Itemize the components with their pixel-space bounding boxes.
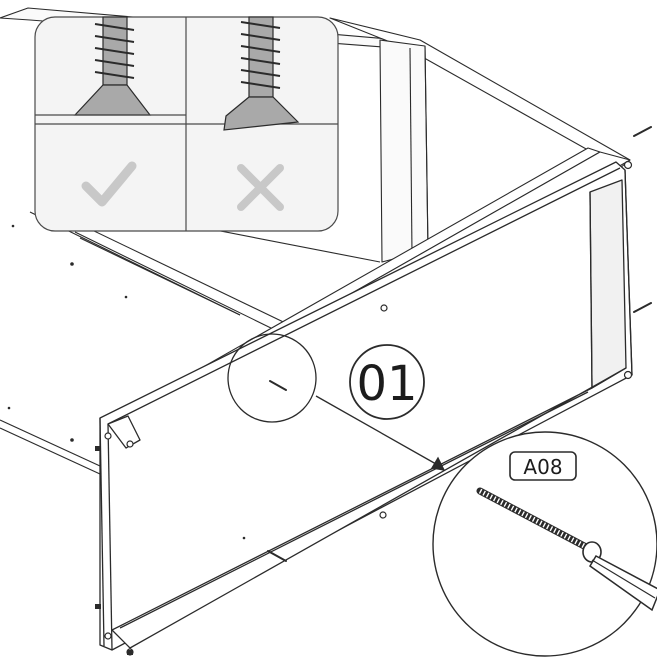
screwdriver-edge (591, 559, 656, 599)
panel-inner-line (119, 391, 589, 629)
front-panel-recess (589, 179, 627, 389)
correct-screw-threads (94, 23, 135, 79)
correct-check-icon (81, 161, 137, 207)
shelf-line-4 (74, 231, 276, 331)
hole (7, 406, 11, 410)
panel-edge-top (107, 167, 621, 425)
screw (267, 550, 287, 562)
callout-source-circle (227, 333, 317, 423)
panel-edge-left (107, 423, 113, 651)
hole (11, 224, 15, 228)
step-badge: 01 (349, 344, 425, 420)
callout-arrowhead (430, 456, 446, 471)
screws (267, 126, 652, 562)
part-label-box (509, 451, 577, 481)
cabinet-divider-panel (379, 39, 429, 263)
zoom-circle (432, 431, 657, 657)
step-number: 01 (356, 356, 417, 412)
screw (269, 380, 287, 391)
hole (242, 536, 246, 540)
part-code: A08 (523, 455, 562, 479)
hole (70, 262, 74, 266)
callout-leader-line (315, 395, 437, 465)
side-panel-lower-edge-2 (0, 427, 101, 475)
panel-inner-line-2 (589, 191, 593, 389)
cam-fitting (379, 511, 387, 519)
shelf-line-5 (79, 237, 241, 316)
panel-edge-right (624, 169, 633, 376)
panel-edge-left-inner (99, 417, 105, 647)
screw (633, 302, 652, 313)
cam-fitting (104, 432, 112, 440)
correct-screw-illustration (35, 16, 186, 116)
wrong-cross-icon (237, 164, 284, 211)
edge-dowels (95, 446, 246, 655)
detail-callout (227, 333, 446, 471)
side-panel-lower-edge (0, 419, 101, 467)
cam-fitting (623, 370, 633, 380)
wrong-screw-threads (240, 21, 281, 89)
cam-fitting (380, 304, 388, 312)
cam-fitting (104, 632, 112, 640)
wrong-screw-head (223, 96, 300, 131)
part-zoom-detail: A08 (432, 431, 657, 657)
screw (633, 126, 652, 137)
zoom-screw-thread (478, 488, 590, 551)
cam-fitting (126, 440, 134, 448)
divider-inner-edge (409, 47, 413, 255)
step-badge-circle (349, 344, 425, 420)
left-top-return (107, 415, 141, 449)
hole (124, 295, 128, 299)
dowel (95, 446, 101, 451)
wrong-screw-illustration (223, 16, 300, 131)
divider-edge (424, 45, 429, 251)
dowel (95, 604, 101, 609)
screw-depth-inset (34, 16, 339, 232)
dowel (127, 650, 133, 655)
hole (70, 438, 74, 442)
left-side-holes (7, 224, 128, 442)
cam-fitting (623, 160, 633, 170)
